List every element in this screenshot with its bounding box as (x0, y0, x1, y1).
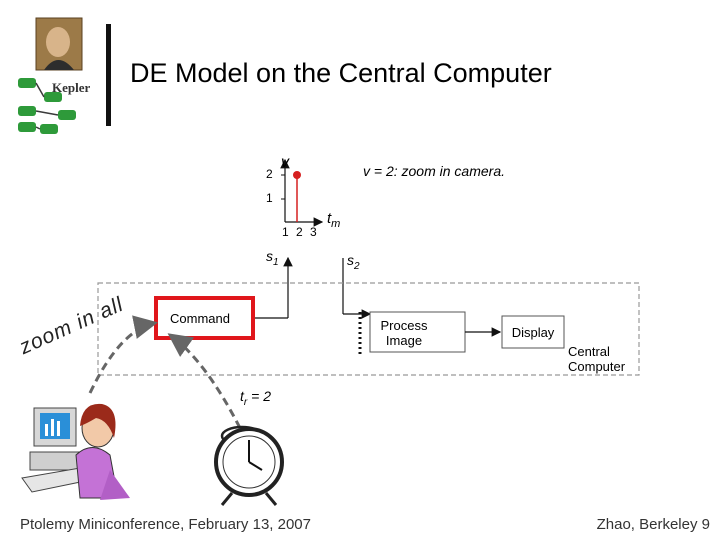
command-label: Command (170, 311, 230, 326)
user-at-computer-illustration (21, 403, 130, 500)
kepler-logo: Kepler (14, 16, 96, 138)
plot-y-tick-label-2: 2 (266, 167, 273, 181)
timer-dashed-arrow (167, 333, 242, 429)
plot-annotation: v = 2: zoom in camera. (363, 163, 506, 179)
plot-y-label: v (281, 154, 289, 171)
process-image-box (369, 311, 466, 353)
signal-s1-label: s1 (266, 248, 279, 268)
kepler-logo-graphic (18, 17, 83, 134)
footer-conference: Ptolemy Miniconference, February 13, 200… (20, 516, 311, 533)
zoom-dashed-arrow (88, 315, 158, 394)
central-computer-label: Central Computer (568, 344, 626, 374)
timer-clock-illustration (214, 425, 284, 506)
plot-point (293, 171, 301, 179)
plot-x-label: tm (327, 210, 341, 230)
footer-author-page: Zhao, Berkeley 9 (596, 516, 710, 533)
timer-value-label: tr = 2 (240, 388, 271, 408)
display-box (501, 315, 565, 349)
plot-x-tick-labels: 1 2 3 (282, 225, 319, 239)
plot-y-tick-label-1: 1 (266, 191, 273, 205)
process-image-label: Process Image (380, 318, 428, 348)
display-label: Display (511, 325, 555, 340)
central-computer-region (97, 282, 640, 376)
kepler-logo-text: Kepler (52, 80, 91, 95)
slide-title: DE Model on the Central Computer (130, 58, 552, 88)
signal-s2-label: s2 (347, 252, 360, 272)
title-divider (106, 24, 111, 126)
command-highlight (154, 296, 255, 340)
